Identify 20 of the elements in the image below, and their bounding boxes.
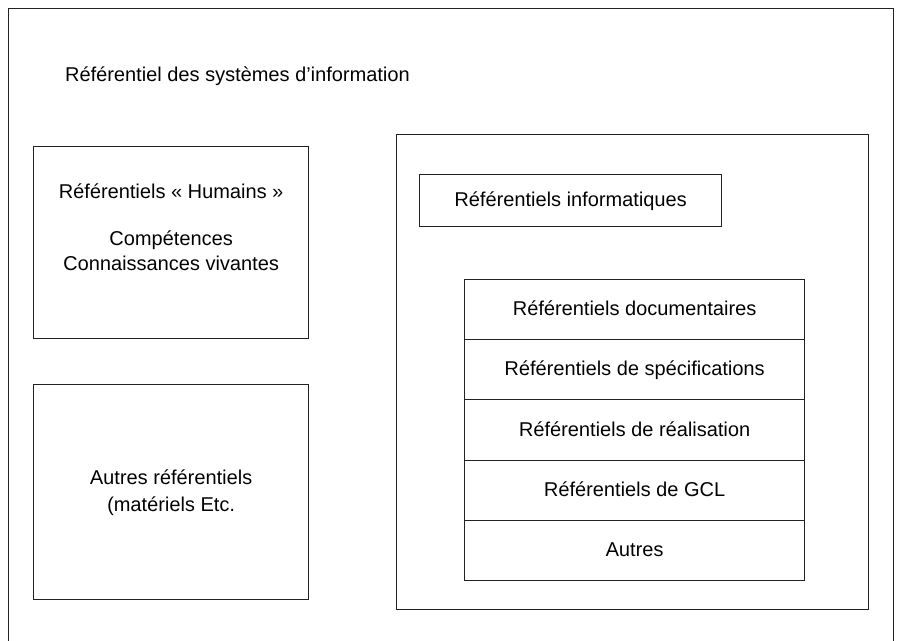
text-box <box>419 174 722 227</box>
text-box <box>464 339 805 400</box>
title-text: Référentiel des systèmes d’information <box>65 63 410 88</box>
box-label: Autres <box>604 538 664 563</box>
frame-box <box>8 8 894 641</box>
body-text: Compétences Connaissances vivantes <box>62 227 280 277</box>
container-box <box>396 134 869 610</box>
box-label: Référentiels de spécifications <box>503 357 766 382</box>
box-label: Référentiels de GCL <box>542 478 726 503</box>
text-box <box>464 279 805 340</box>
box-label: Référentiels documentaires <box>512 297 758 322</box>
text-box <box>464 460 805 521</box>
heading-text: Référentiels « Humains » <box>58 180 284 205</box>
text-box <box>464 399 805 461</box>
box-label: Référentiels de réalisation <box>518 418 752 442</box>
box-label: Autres référentiels (matériels Etc. <box>88 466 254 518</box>
box-label: Référentiels informatiques <box>453 188 688 213</box>
text-box <box>464 520 805 581</box>
text-box <box>33 146 309 339</box>
text-box <box>33 384 309 600</box>
